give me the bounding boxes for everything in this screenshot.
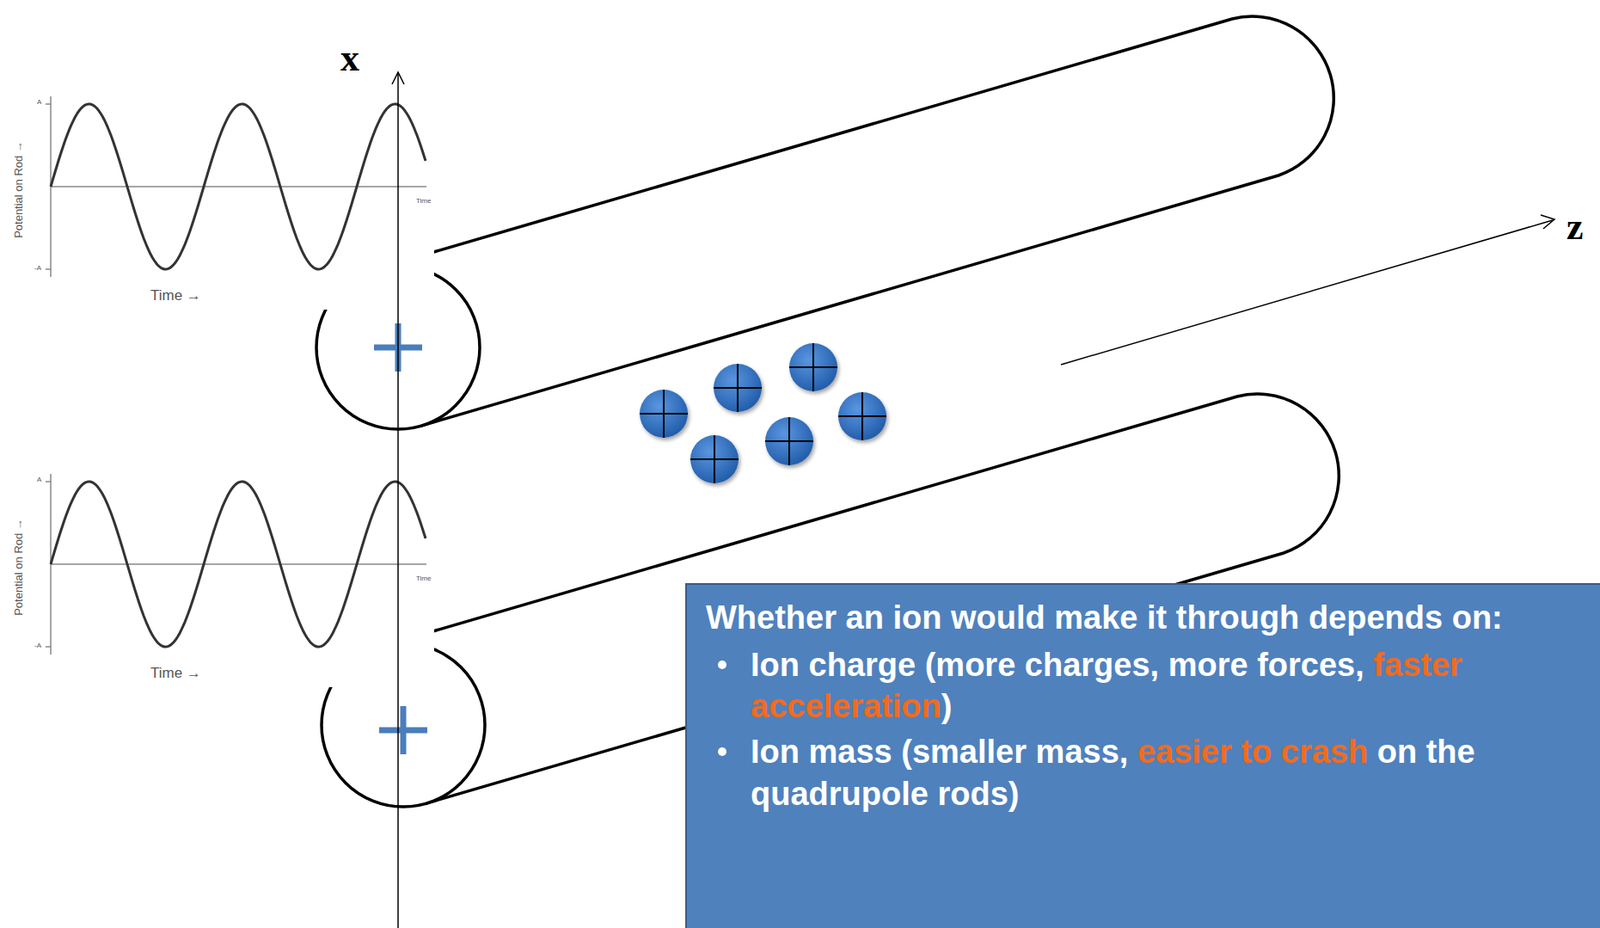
plot-axis-tick: Time — [416, 574, 431, 583]
plot-tick-label: -A — [34, 641, 42, 650]
plot-axis-title: Potential on Rod → — [12, 140, 25, 239]
x-axis — [392, 72, 405, 928]
rf-voltage-plot — [0, 463, 435, 687]
callout-box: Whether an ion would make it through dep… — [685, 582, 1600, 928]
ion — [765, 416, 814, 466]
ion — [639, 343, 887, 484]
ion — [639, 389, 688, 438]
rf-voltage-plot — [0, 85, 435, 310]
ion — [690, 435, 739, 484]
plot-tick-label: A — [36, 98, 42, 106]
bullet-text: Ion mass (smaller mass, easier to crash … — [705, 730, 1578, 815]
plot-axis-title: Time → — [150, 287, 202, 305]
callout-heading: Whether an ion would make it through dep… — [705, 596, 1578, 639]
plot-axis-title: Time → — [150, 664, 202, 682]
bullet-dot — [717, 747, 727, 756]
ion — [713, 363, 762, 412]
axis-label: x — [340, 36, 360, 80]
bullet-dot — [717, 660, 727, 669]
plot-tick-label: -A — [34, 263, 42, 272]
plot-axis-title: Potential on Rod → — [12, 518, 25, 616]
quadrupole-rod — [316, 16, 1334, 430]
ion — [838, 392, 887, 441]
z-axis — [1060, 214, 1555, 365]
plot-tick-label: A — [36, 475, 42, 484]
bullet-text: Ion charge (more charges, more forces, f… — [705, 643, 1578, 728]
ion — [789, 343, 838, 392]
axis-label: z — [1566, 204, 1584, 249]
plot-axis-tick: Time — [416, 196, 431, 205]
